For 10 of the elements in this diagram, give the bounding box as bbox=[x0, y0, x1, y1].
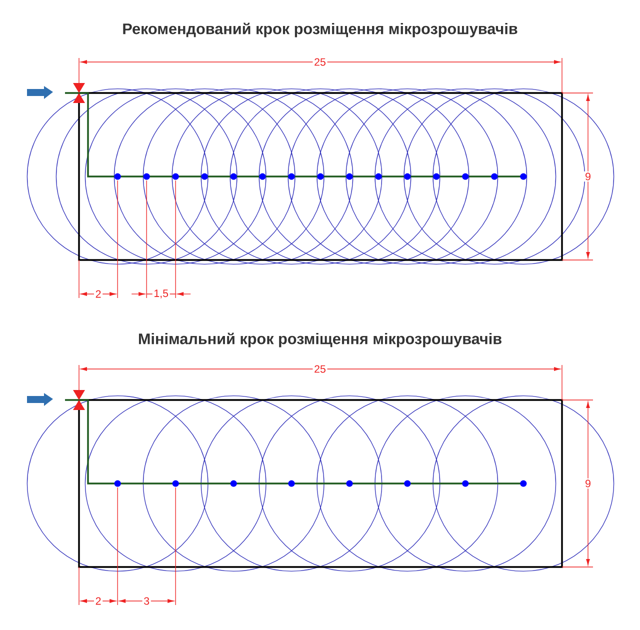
dimension-label: 9 bbox=[584, 171, 592, 182]
dimension-label: 25 bbox=[312, 364, 328, 374]
dimension-label: 1,5 bbox=[152, 288, 170, 300]
heading: Мінімальний крок розміщення мікрозрошувачів bbox=[138, 332, 502, 348]
dimension-label: 2 bbox=[94, 596, 103, 606]
heading: Рекомендований крок розміщення мікрозрошувачів bbox=[123, 22, 518, 38]
dimension-label: 3 bbox=[142, 596, 151, 606]
dimension-label: 2 bbox=[94, 288, 103, 300]
dimension-label: 25 bbox=[312, 56, 328, 68]
dimension-label: 9 bbox=[584, 478, 592, 489]
